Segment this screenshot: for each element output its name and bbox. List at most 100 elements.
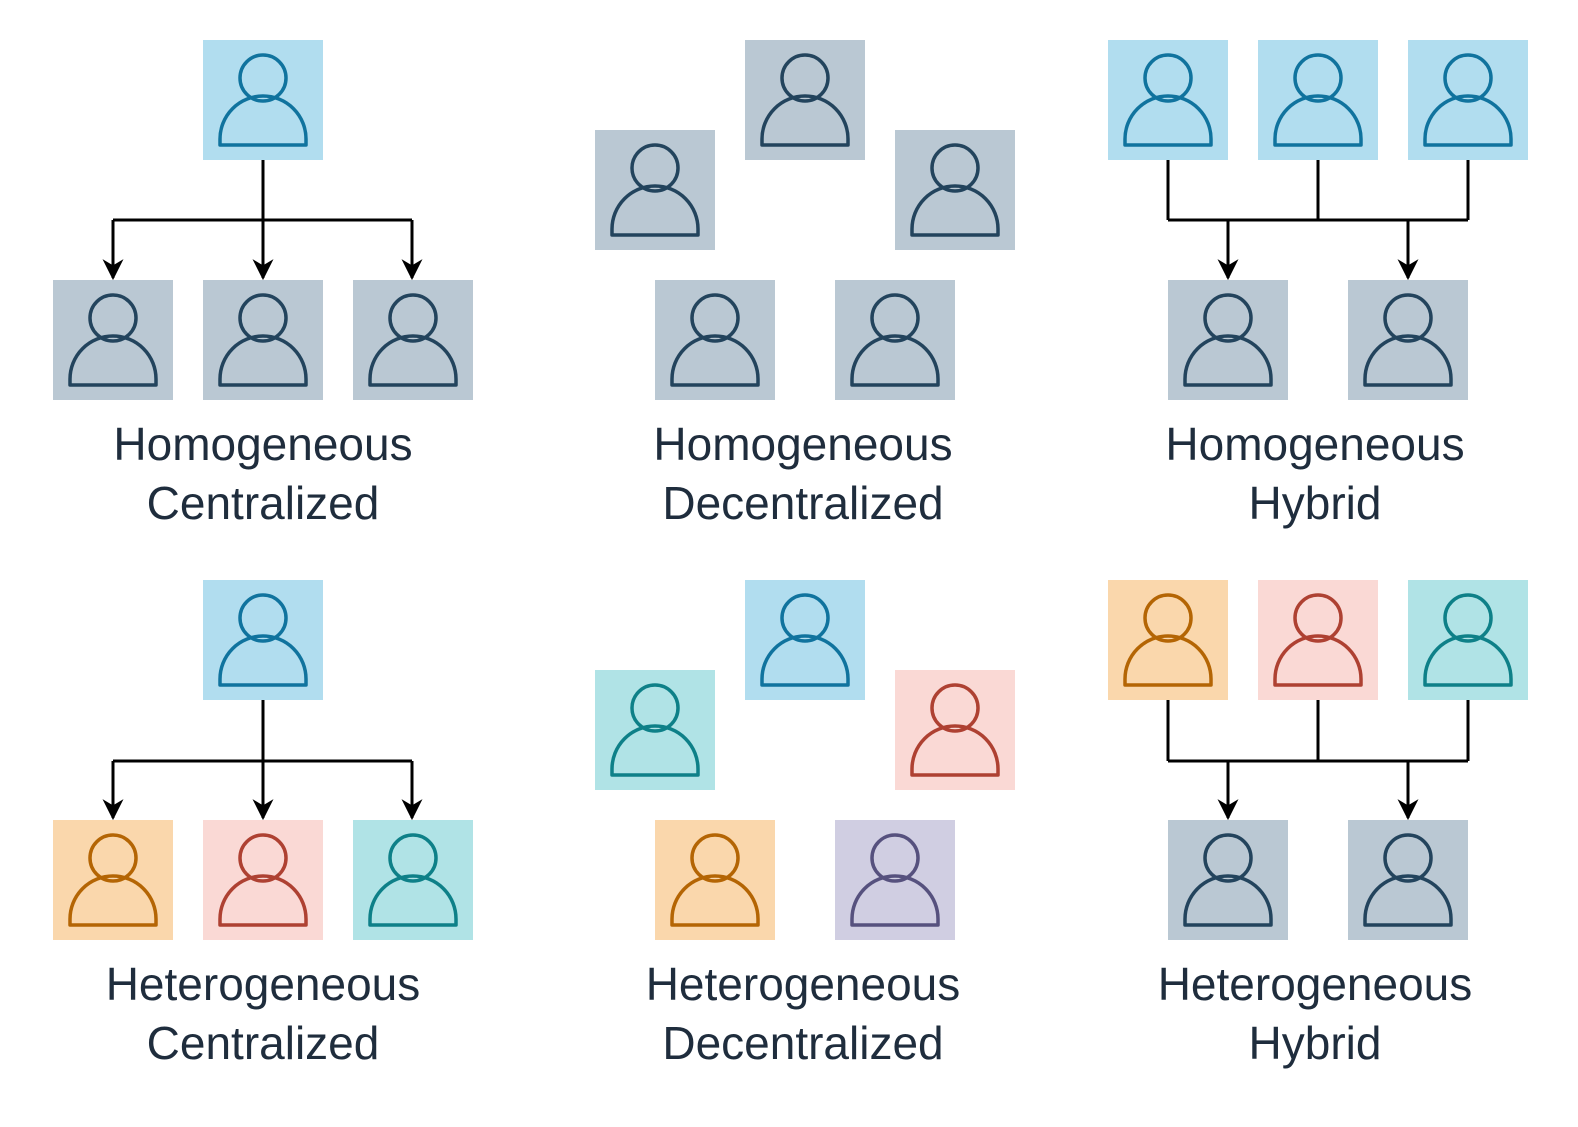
person-head [630, 143, 680, 193]
caption-line-2: Decentralized [662, 477, 944, 529]
person-icon [203, 40, 323, 160]
caption-line-1: Heterogeneous [105, 958, 421, 1010]
caption-line-2: Centralized [146, 1017, 380, 1069]
person-body [670, 874, 760, 927]
person-body [1273, 634, 1363, 687]
person-icon [1408, 40, 1528, 160]
person-body [670, 334, 760, 387]
caption-line-1: Homogeneous [113, 418, 413, 470]
person-body [368, 874, 458, 927]
person-head [630, 683, 680, 733]
person-body [610, 724, 700, 777]
agent-peer [895, 670, 1015, 790]
person-icon [1408, 580, 1528, 700]
agent-worker [1168, 280, 1288, 400]
person-head [780, 593, 830, 643]
person-icon [835, 820, 955, 940]
person-body [1183, 874, 1273, 927]
agent-peer [655, 280, 775, 400]
agent-worker [203, 280, 323, 400]
agent-worker [1348, 820, 1468, 940]
person-head [780, 53, 830, 103]
caption-homogeneous-hybrid: Homogeneous Hybrid [1115, 415, 1515, 533]
agent-peer [595, 130, 715, 250]
person-body [910, 184, 1000, 237]
person-body [1183, 334, 1273, 387]
person-head [870, 293, 920, 343]
person-icon [1168, 280, 1288, 400]
agent-worker [1168, 820, 1288, 940]
person-icon [595, 670, 715, 790]
caption-line-2: Hybrid [1248, 1017, 1382, 1069]
person-head [238, 833, 288, 883]
person-icon [203, 820, 323, 940]
person-body [1363, 874, 1453, 927]
person-icon [1258, 580, 1378, 700]
agent-peer [595, 670, 715, 790]
caption-line-1: Heterogeneous [645, 958, 961, 1010]
person-head [1143, 53, 1193, 103]
person-icon [595, 130, 715, 250]
caption-homogeneous-centralized: Homogeneous Centralized [63, 415, 463, 533]
person-icon [353, 280, 473, 400]
person-icon [835, 280, 955, 400]
person-body [850, 334, 940, 387]
caption-heterogeneous-decentralized: Heterogeneous Decentralized [603, 955, 1003, 1073]
caption-line-1: Heterogeneous [1157, 958, 1473, 1010]
person-icon [53, 280, 173, 400]
person-icon [1108, 580, 1228, 700]
person-head [1143, 593, 1193, 643]
person-icon [655, 820, 775, 940]
person-icon [53, 820, 173, 940]
caption-heterogeneous-hybrid: Heterogeneous Hybrid [1115, 955, 1515, 1073]
agent-coordinator [203, 40, 323, 160]
agent-coordinator [203, 580, 323, 700]
person-icon [1258, 40, 1378, 160]
caption-line-2: Centralized [146, 477, 380, 529]
person-head [930, 683, 980, 733]
caption-line-1: Homogeneous [1165, 418, 1465, 470]
person-head [1383, 833, 1433, 883]
person-head [1293, 593, 1343, 643]
person-body [760, 634, 850, 687]
person-icon [1108, 40, 1228, 160]
person-body [218, 874, 308, 927]
person-body [1123, 634, 1213, 687]
person-body [218, 94, 308, 147]
person-icon [895, 130, 1015, 250]
person-body [1363, 334, 1453, 387]
person-head [388, 833, 438, 883]
person-head [238, 53, 288, 103]
person-icon [895, 670, 1015, 790]
person-icon [203, 280, 323, 400]
person-head [1443, 53, 1493, 103]
agent-peer [655, 820, 775, 940]
person-head [1443, 593, 1493, 643]
person-icon [655, 280, 775, 400]
person-body [1273, 94, 1363, 147]
caption-homogeneous-decentralized: Homogeneous Decentralized [603, 415, 1003, 533]
person-head [870, 833, 920, 883]
person-body [1123, 94, 1213, 147]
agent-peer [895, 130, 1015, 250]
person-body [218, 634, 308, 687]
person-body [850, 874, 940, 927]
agent-peer [745, 40, 865, 160]
person-body [910, 724, 1000, 777]
person-head [930, 143, 980, 193]
agent-peer [835, 820, 955, 940]
person-head [238, 293, 288, 343]
agent-coordinator [1258, 580, 1378, 700]
agent-worker [1348, 280, 1468, 400]
person-body [218, 334, 308, 387]
agent-worker [203, 820, 323, 940]
person-head [690, 293, 740, 343]
agent-peer [835, 280, 955, 400]
person-body [68, 334, 158, 387]
agent-coordinator [1408, 580, 1528, 700]
agent-worker [53, 820, 173, 940]
person-head [88, 293, 138, 343]
agent-peer [745, 580, 865, 700]
